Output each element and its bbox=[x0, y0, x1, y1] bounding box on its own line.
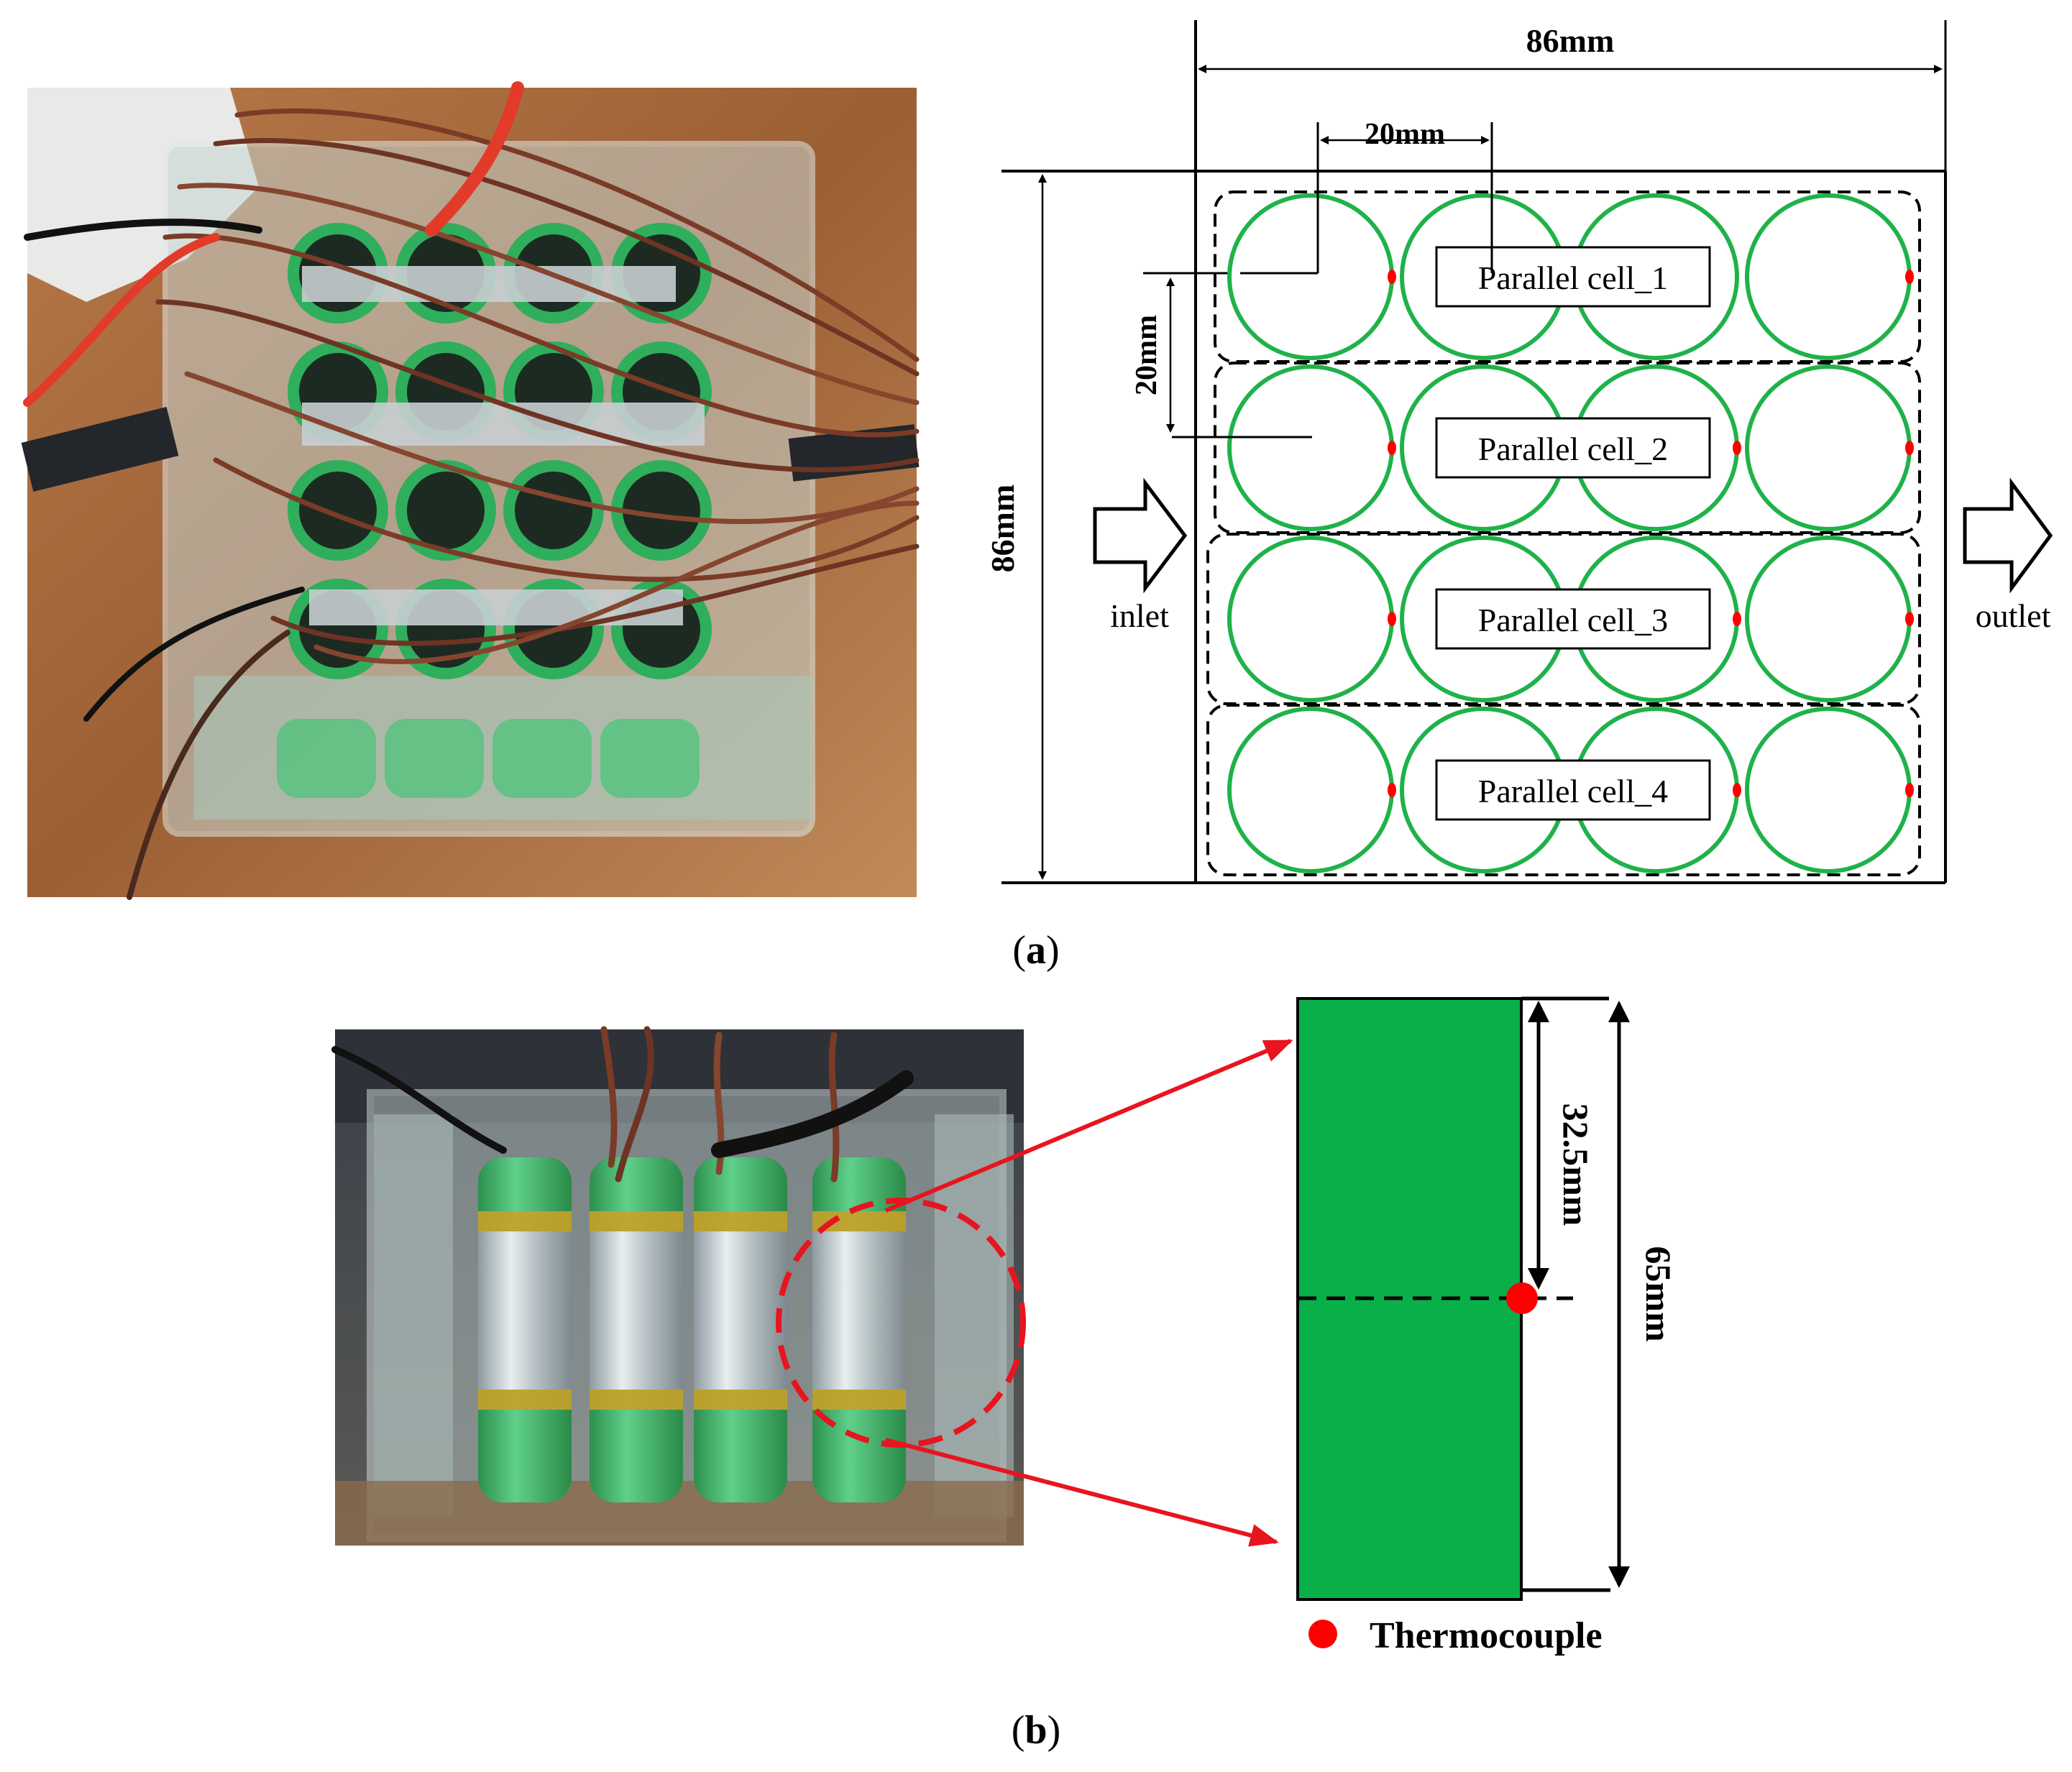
photo-cell-side bbox=[492, 719, 592, 798]
outlet-arrow-icon bbox=[1963, 477, 2053, 594]
thermocouple-marker bbox=[1388, 441, 1396, 455]
thermocouple-marker bbox=[1388, 783, 1396, 797]
cell-r4-c1 bbox=[1227, 707, 1394, 873]
outlet-label: outlet bbox=[1976, 597, 2051, 634]
photo-cylinder-foil bbox=[590, 1231, 683, 1390]
photo-cell-side bbox=[600, 719, 700, 798]
width-dimension-label: 86mm bbox=[1526, 22, 1615, 59]
photo-cell-top bbox=[503, 460, 604, 561]
parallel-cell-label-3: Parallel cell_3 bbox=[1478, 602, 1668, 638]
zoom-arrow-bottom bbox=[885, 1438, 1279, 1547]
thermocouple-marker bbox=[1733, 612, 1741, 626]
parallel-cell-label-box-1 bbox=[1435, 246, 1711, 308]
photo-cell-side bbox=[385, 719, 484, 798]
photo-cylinder-kapton-top bbox=[590, 1211, 683, 1231]
cell-side-diagram: 32.5mm 65mm Thermocouple bbox=[1296, 996, 1679, 1656]
photo-cell-top bbox=[288, 460, 388, 561]
photo-cylinder-kapton-top bbox=[478, 1211, 572, 1231]
parallel-cell-label-4: Parallel cell_4 bbox=[1478, 773, 1668, 809]
cell-r1-c1 bbox=[1227, 193, 1394, 360]
thermocouple-marker bbox=[1905, 612, 1914, 626]
legend-thermocouple-label: Thermocouple bbox=[1370, 1615, 1603, 1656]
inlet-label: inlet bbox=[1110, 597, 1169, 634]
inlet-arrow-icon bbox=[1093, 477, 1188, 594]
half-height-dimension-label: 32.5mm bbox=[1556, 1103, 1596, 1226]
photo-cylinder-kapton-top bbox=[694, 1211, 787, 1231]
parallel-group-3 bbox=[1206, 533, 1921, 705]
parallel-cell-label-2: Parallel cell_2 bbox=[1478, 431, 1668, 467]
spacing-h-label: 20mm bbox=[1365, 118, 1445, 151]
spacing-v-label: 20mm bbox=[1130, 315, 1163, 395]
height-dimension-label: 86mm bbox=[984, 485, 1021, 573]
thermocouple-marker bbox=[1388, 270, 1396, 284]
zoom-arrow-top bbox=[884, 1039, 1293, 1213]
panel-a-label: (a) bbox=[1012, 928, 1059, 973]
cell-layout-diagram: 86mm 86mm 20mm 20mm Parallel cell_1Paral… bbox=[984, 20, 2053, 884]
thermocouple-marker bbox=[1388, 612, 1396, 626]
parallel-cell-label-box-2 bbox=[1435, 417, 1711, 479]
cell-r3-c4 bbox=[1745, 536, 1912, 702]
thermocouple-marker bbox=[1905, 270, 1914, 284]
cell-r2-c1 bbox=[1227, 364, 1394, 531]
thermocouple-marker bbox=[1733, 783, 1741, 797]
cell-r1-c4 bbox=[1745, 193, 1912, 360]
full-height-dimension-label: 65mm bbox=[1638, 1246, 1679, 1341]
parallel-cell-label-box-4 bbox=[1435, 759, 1711, 821]
photo-cylinder-foil bbox=[694, 1231, 787, 1390]
thermocouple-marker bbox=[1733, 441, 1741, 455]
cell-r3-c1 bbox=[1227, 536, 1394, 702]
photo-cylinder-foil bbox=[812, 1231, 906, 1390]
photo-cylinder-kapton-bottom bbox=[590, 1390, 683, 1410]
panel-b-label: (b) bbox=[1012, 1708, 1060, 1753]
battery-pack-side-photo bbox=[331, 1026, 1026, 1546]
photo-cylinder-kapton-bottom bbox=[694, 1390, 787, 1410]
parallel-group-2 bbox=[1214, 362, 1921, 534]
photo-cylinder-foil bbox=[478, 1231, 572, 1390]
photo-cell-side bbox=[277, 719, 376, 798]
cell-r2-c4 bbox=[1745, 364, 1912, 531]
photo-cylinder-kapton-bottom bbox=[478, 1390, 572, 1410]
legend-thermocouple-dot bbox=[1308, 1620, 1337, 1648]
thermocouple-marker bbox=[1905, 783, 1914, 797]
thermocouple-marker bbox=[1905, 441, 1914, 455]
parallel-group-4 bbox=[1206, 704, 1921, 876]
cell-r4-c4 bbox=[1745, 707, 1912, 873]
photo-cylinder-kapton-bottom bbox=[812, 1390, 906, 1410]
battery-pack-top-photo bbox=[21, 81, 920, 900]
parallel-cell-label-1: Parallel cell_1 bbox=[1478, 260, 1668, 296]
thermocouple-point bbox=[1506, 1282, 1538, 1314]
photo-b-cells bbox=[478, 1157, 906, 1502]
parallel-cell-label-box-3 bbox=[1435, 588, 1711, 650]
